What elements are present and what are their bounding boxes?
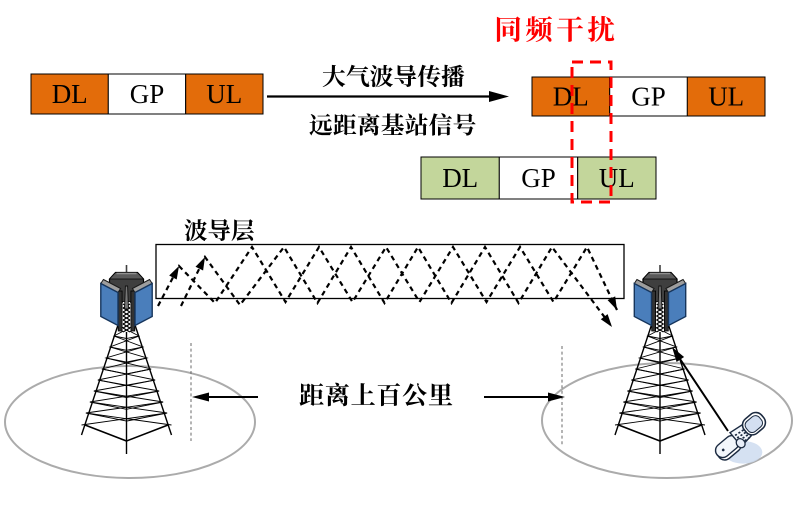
svg-text:DL: DL	[442, 163, 478, 193]
svg-text:UL: UL	[599, 163, 635, 193]
svg-text:GP: GP	[631, 82, 666, 112]
svg-text:GP: GP	[521, 163, 556, 193]
svg-text:UL: UL	[206, 79, 242, 109]
svg-text:UL: UL	[708, 82, 744, 112]
svg-text:GP: GP	[130, 79, 165, 109]
svg-text:DL: DL	[52, 79, 88, 109]
